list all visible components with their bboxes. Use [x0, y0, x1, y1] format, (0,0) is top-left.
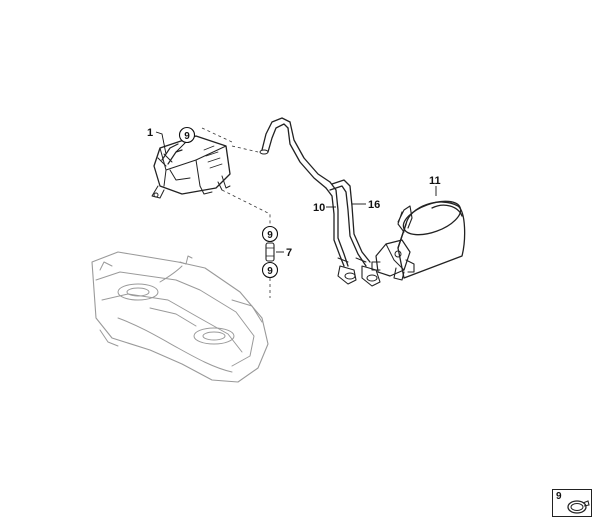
- label-part-1: 1: [147, 127, 153, 139]
- label-part-16: 16: [368, 199, 380, 211]
- label-part-7: 7: [286, 247, 292, 259]
- callout-clamp-connector-lower-number: 9: [267, 266, 273, 277]
- leader-part-1: [155, 131, 167, 155]
- clamp-key-number: 9: [556, 491, 562, 502]
- leader-callout-9-top: [175, 141, 187, 153]
- callout-clamp-top: 9: [178, 126, 196, 144]
- clamp-key-box: 9: [552, 489, 592, 517]
- fuel-filter: [371, 200, 466, 281]
- label-part-11: 11: [429, 175, 441, 187]
- connector-part: [265, 242, 275, 262]
- attachment-dash-right: [231, 145, 259, 153]
- fuel-tank-ghost: [91, 251, 269, 383]
- vent-line-assembly: [259, 117, 381, 287]
- callout-clamp-connector-upper: 9: [261, 225, 279, 243]
- callout-clamp-connector-upper-number: 9: [267, 230, 273, 241]
- carbon-canister-container: [151, 135, 231, 199]
- callout-clamp-top-number: 9: [184, 131, 190, 142]
- attachment-dash-down: [221, 189, 271, 226]
- label-part-10: 10: [313, 202, 325, 214]
- hose-clamp-icon: [567, 500, 590, 514]
- callout-clamp-connector-lower: 9: [261, 261, 279, 279]
